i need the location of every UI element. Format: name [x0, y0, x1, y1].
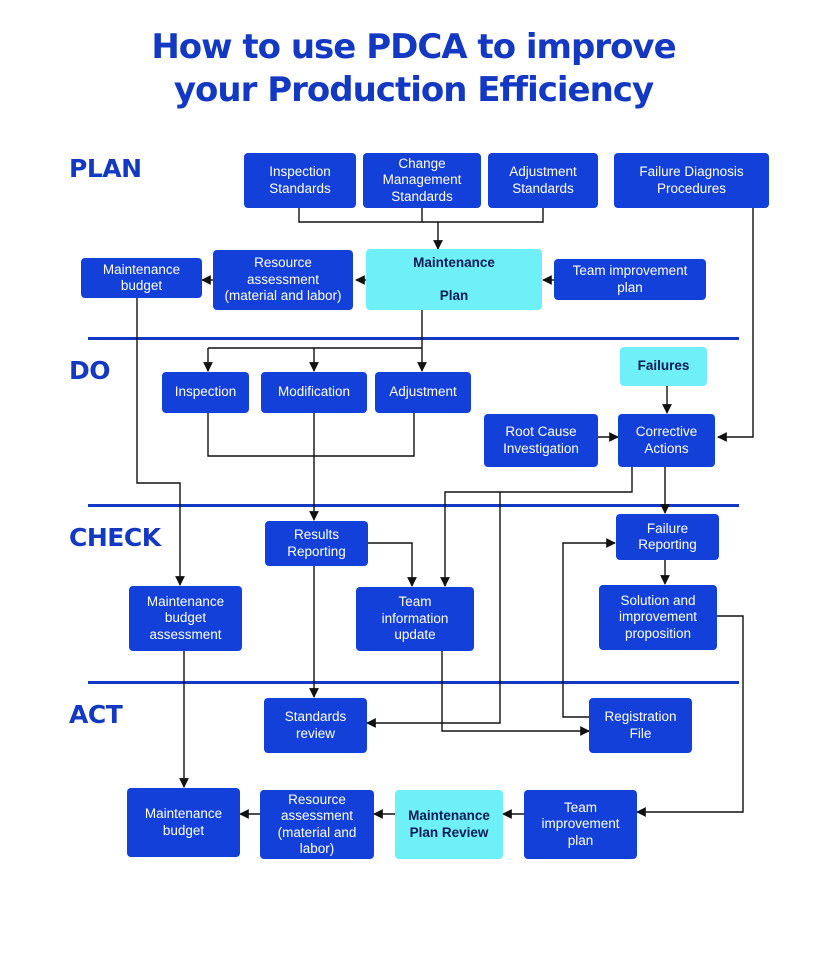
box-modification: Modification	[261, 372, 367, 413]
box-standards-review: Standards review	[264, 698, 367, 753]
title-line-2: your Production Efficiency	[173, 70, 654, 110]
divider-check-act	[88, 681, 739, 684]
divider-do-check	[88, 504, 739, 507]
title-line-1: How to use PDCA to improve	[151, 27, 676, 67]
box-resource-assessment-act: Resource assessment (material and labor)	[260, 790, 374, 859]
box-team-information-update: Team information update	[356, 587, 474, 651]
box-adjustment-standards: Adjustment Standards	[488, 153, 598, 208]
box-change-management-standards: Change Management Standards	[363, 153, 481, 208]
box-inspection-standards: Inspection Standards	[244, 153, 356, 208]
phase-label-plan: PLAN	[69, 154, 142, 183]
box-failure-diagnosis-procedures: Failure Diagnosis Procedures	[614, 153, 769, 208]
box-solution-improvement-proposition: Solution and improvement proposition	[599, 585, 717, 650]
divider-plan-do	[88, 337, 739, 340]
box-corrective-actions: Corrective Actions	[618, 414, 715, 467]
box-registration-file: Registration File	[589, 698, 692, 753]
box-maintenance-budget-plan: Maintenance budget	[81, 258, 202, 298]
box-maintenance-plan: Maintenance Plan	[366, 249, 542, 310]
box-team-improvement-plan-bottom: Team improvement plan	[524, 790, 637, 859]
phase-label-do: DO	[69, 356, 111, 385]
box-root-cause-investigation: Root Cause Investigation	[484, 414, 598, 467]
phase-label-check: CHECK	[69, 523, 161, 552]
box-adjustment: Adjustment	[375, 372, 471, 413]
box-maintenance-plan-review: Maintenance Plan Review	[395, 790, 503, 859]
box-resource-assessment-plan: Resource assessment (material and labor)	[213, 250, 353, 310]
box-inspection: Inspection	[162, 372, 249, 413]
box-results-reporting: Results Reporting	[265, 521, 368, 566]
phase-label-act: ACT	[69, 700, 123, 729]
box-maintenance-budget-assessment: Maintenance budget assessment	[129, 586, 242, 651]
box-team-improvement-plan-top: Team improvement plan	[554, 259, 706, 300]
box-failure-reporting: Failure Reporting	[616, 514, 719, 560]
box-maintenance-budget-act: Maintenance budget	[127, 788, 240, 857]
box-failures: Failures	[620, 347, 707, 386]
